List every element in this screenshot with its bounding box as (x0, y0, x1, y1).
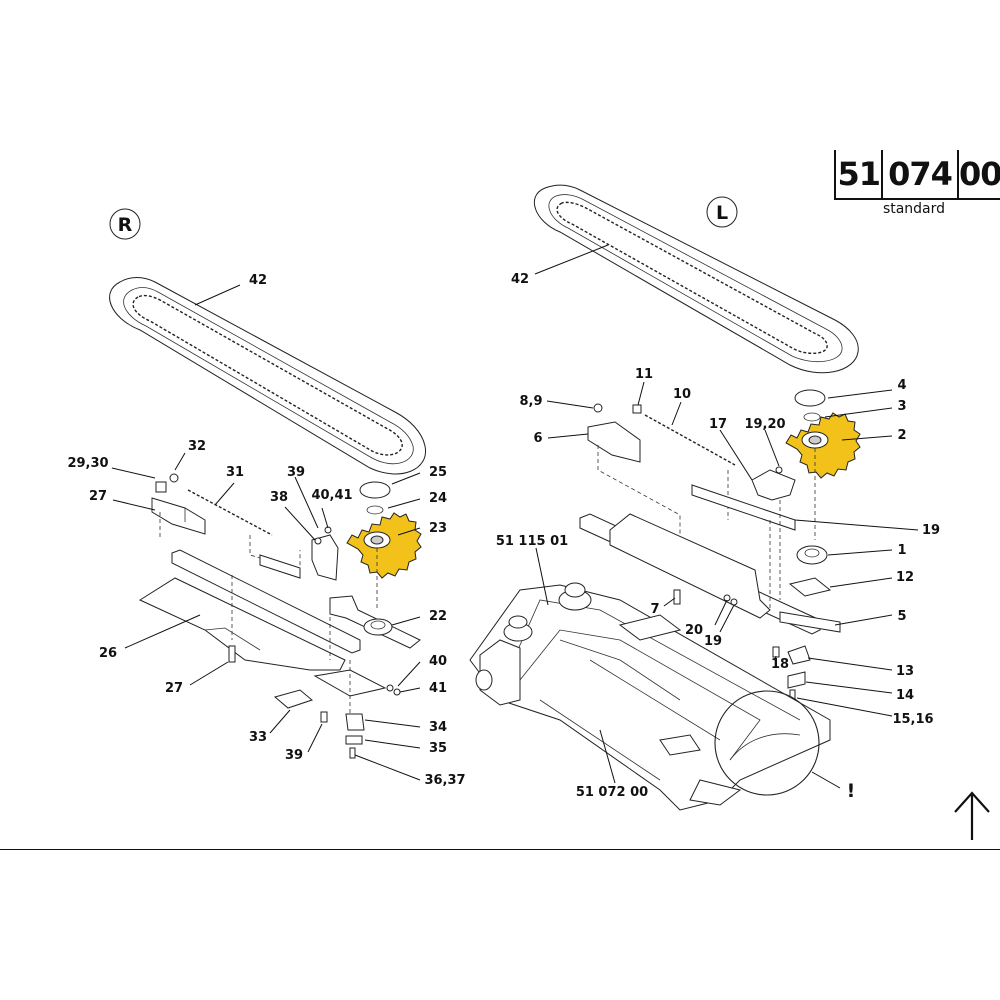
left-assembly: L (469, 184, 940, 811)
label-r-40-41a: 40,41 (311, 488, 352, 503)
label-l-14: 14 (896, 688, 914, 703)
side-marker-left-text: L (716, 202, 728, 224)
guide-rail-right (138, 549, 421, 759)
label-l-18: 18 (771, 657, 789, 672)
label-l-8-9: 8,9 (519, 394, 542, 409)
right-assembly: R (67, 208, 466, 788)
label-l-15-16: 15,16 (892, 712, 933, 727)
label-l-51-072-00: 51 072 00 (576, 785, 648, 800)
label-r-35: 35 (429, 741, 447, 756)
title-variant: standard (882, 201, 946, 217)
label-l-13: 13 (896, 664, 914, 679)
label-l-7: 7 (650, 602, 659, 617)
guide-rail-left (579, 500, 841, 701)
label-l-10: 10 (673, 387, 691, 402)
label-l-1: 1 (897, 543, 906, 558)
label-r-39b: 39 (285, 748, 303, 763)
label-l-11: 11 (635, 367, 653, 382)
label-r-42: 42 (249, 273, 267, 288)
label-l-19a: 19 (922, 523, 940, 538)
label-l-3: 3 (897, 399, 906, 414)
bracket-right (311, 526, 339, 581)
label-r-24: 24 (429, 491, 447, 506)
label-l-17: 17 (709, 417, 727, 432)
label-r-26: 26 (99, 646, 117, 661)
label-l-51-115-01: 51 115 01 (496, 534, 568, 549)
drive-frame-assembly (469, 582, 831, 811)
title-part-b: 074 (883, 150, 959, 198)
leader-lines-left (534, 244, 919, 789)
label-l-2: 2 (897, 428, 906, 443)
label-r-32: 32 (188, 439, 206, 454)
side-marker-right (109, 208, 141, 240)
chain-track-left (533, 184, 859, 374)
label-r-33: 33 (249, 730, 267, 745)
label-r-27b: 27 (165, 681, 183, 696)
label-r-25: 25 (429, 465, 447, 480)
label-r-36-37: 36,37 (424, 773, 465, 788)
leader-lines-right (111, 284, 421, 781)
bracket-left (751, 466, 796, 501)
label-r-38: 38 (270, 490, 288, 505)
title-part-a: 51 (836, 150, 884, 198)
label-r-29-30: 29,30 (67, 456, 108, 471)
label-l-4: 4 (897, 378, 906, 393)
footer-divider (0, 849, 1000, 850)
chain-track-right (109, 277, 426, 475)
label-r-41: 41 (429, 681, 447, 696)
label-r-40: 40 (429, 654, 447, 669)
side-marker-right-text: R (118, 214, 133, 236)
label-l-42: 42 (511, 272, 529, 287)
label-l-19-20a: 19,20 (744, 417, 785, 432)
title-part-c: 00 (959, 155, 1000, 193)
label-l-detail: ! (847, 780, 856, 802)
label-r-39a: 39 (287, 465, 305, 480)
label-r-22: 22 (429, 609, 447, 624)
label-r-34: 34 (429, 720, 447, 735)
label-l-5: 5 (897, 609, 906, 624)
title-block: 51 074 00 (834, 150, 1000, 200)
side-marker-left (706, 196, 738, 228)
sprocket-left (785, 389, 861, 540)
label-l-19b: 19 (704, 634, 722, 649)
label-r-23: 23 (429, 521, 447, 536)
label-l-12: 12 (896, 570, 914, 585)
sprocket-right (346, 481, 422, 610)
label-l-6: 6 (533, 431, 542, 446)
label-l-20: 20 (685, 623, 703, 638)
label-r-27a: 27 (89, 489, 107, 504)
detail-callout-circle (714, 690, 820, 796)
north-arrow-icon (954, 791, 990, 840)
label-r-31: 31 (226, 465, 244, 480)
